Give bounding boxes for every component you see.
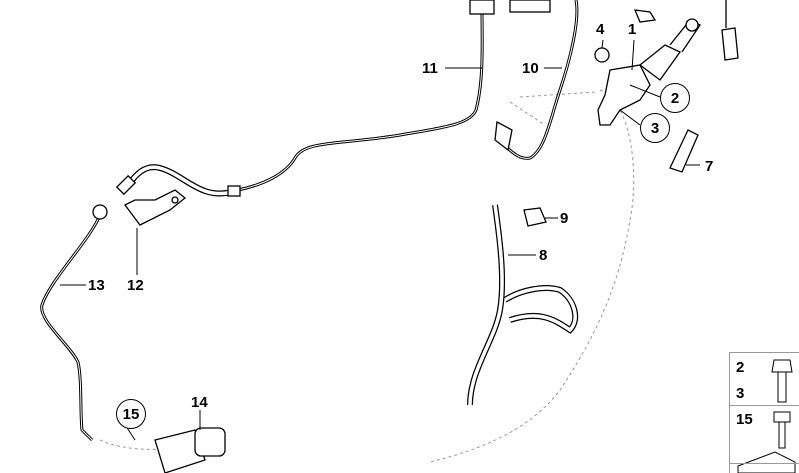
pipe-11 (237, 11, 484, 192)
part-label-12: 12 (127, 277, 144, 294)
legend-row: 15 (730, 406, 799, 464)
slave-cylinder-14 (154, 427, 226, 473)
bolt-icon (737, 359, 796, 473)
dashed-outline (429, 89, 635, 463)
part-label-1: 1 (628, 21, 637, 38)
part-label-8: 8 (539, 247, 548, 264)
legend-label-15: 15 (736, 411, 753, 428)
part-label-4: 4 (596, 21, 605, 38)
part-label-11: 11 (422, 60, 438, 77)
clip-7 (669, 129, 699, 173)
part-label-7: 7 (705, 158, 714, 175)
pipe-13 (40, 214, 102, 442)
master-cylinder-1 (597, 0, 739, 126)
legend-label-3: 3 (736, 385, 745, 402)
part-label-13: 13 (88, 277, 105, 294)
grommet-4 (594, 47, 610, 63)
legend-label-2: 2 (736, 359, 745, 376)
part-label-10: 10 (522, 60, 539, 77)
pipe-10 (504, 0, 579, 160)
fastener-legend: 2 3 15 (729, 352, 799, 473)
bracket-12 (124, 189, 187, 226)
legend-row: 2 3 (730, 353, 799, 406)
part-label-14: 14 (191, 394, 208, 411)
circled-label-15: 15 (116, 399, 146, 429)
part-label-9: 9 (560, 210, 569, 227)
circled-label-3: 3 (640, 113, 670, 143)
grommet-9 (523, 207, 547, 227)
circled-label-2: 2 (660, 83, 690, 113)
hose-8 (467, 204, 579, 406)
